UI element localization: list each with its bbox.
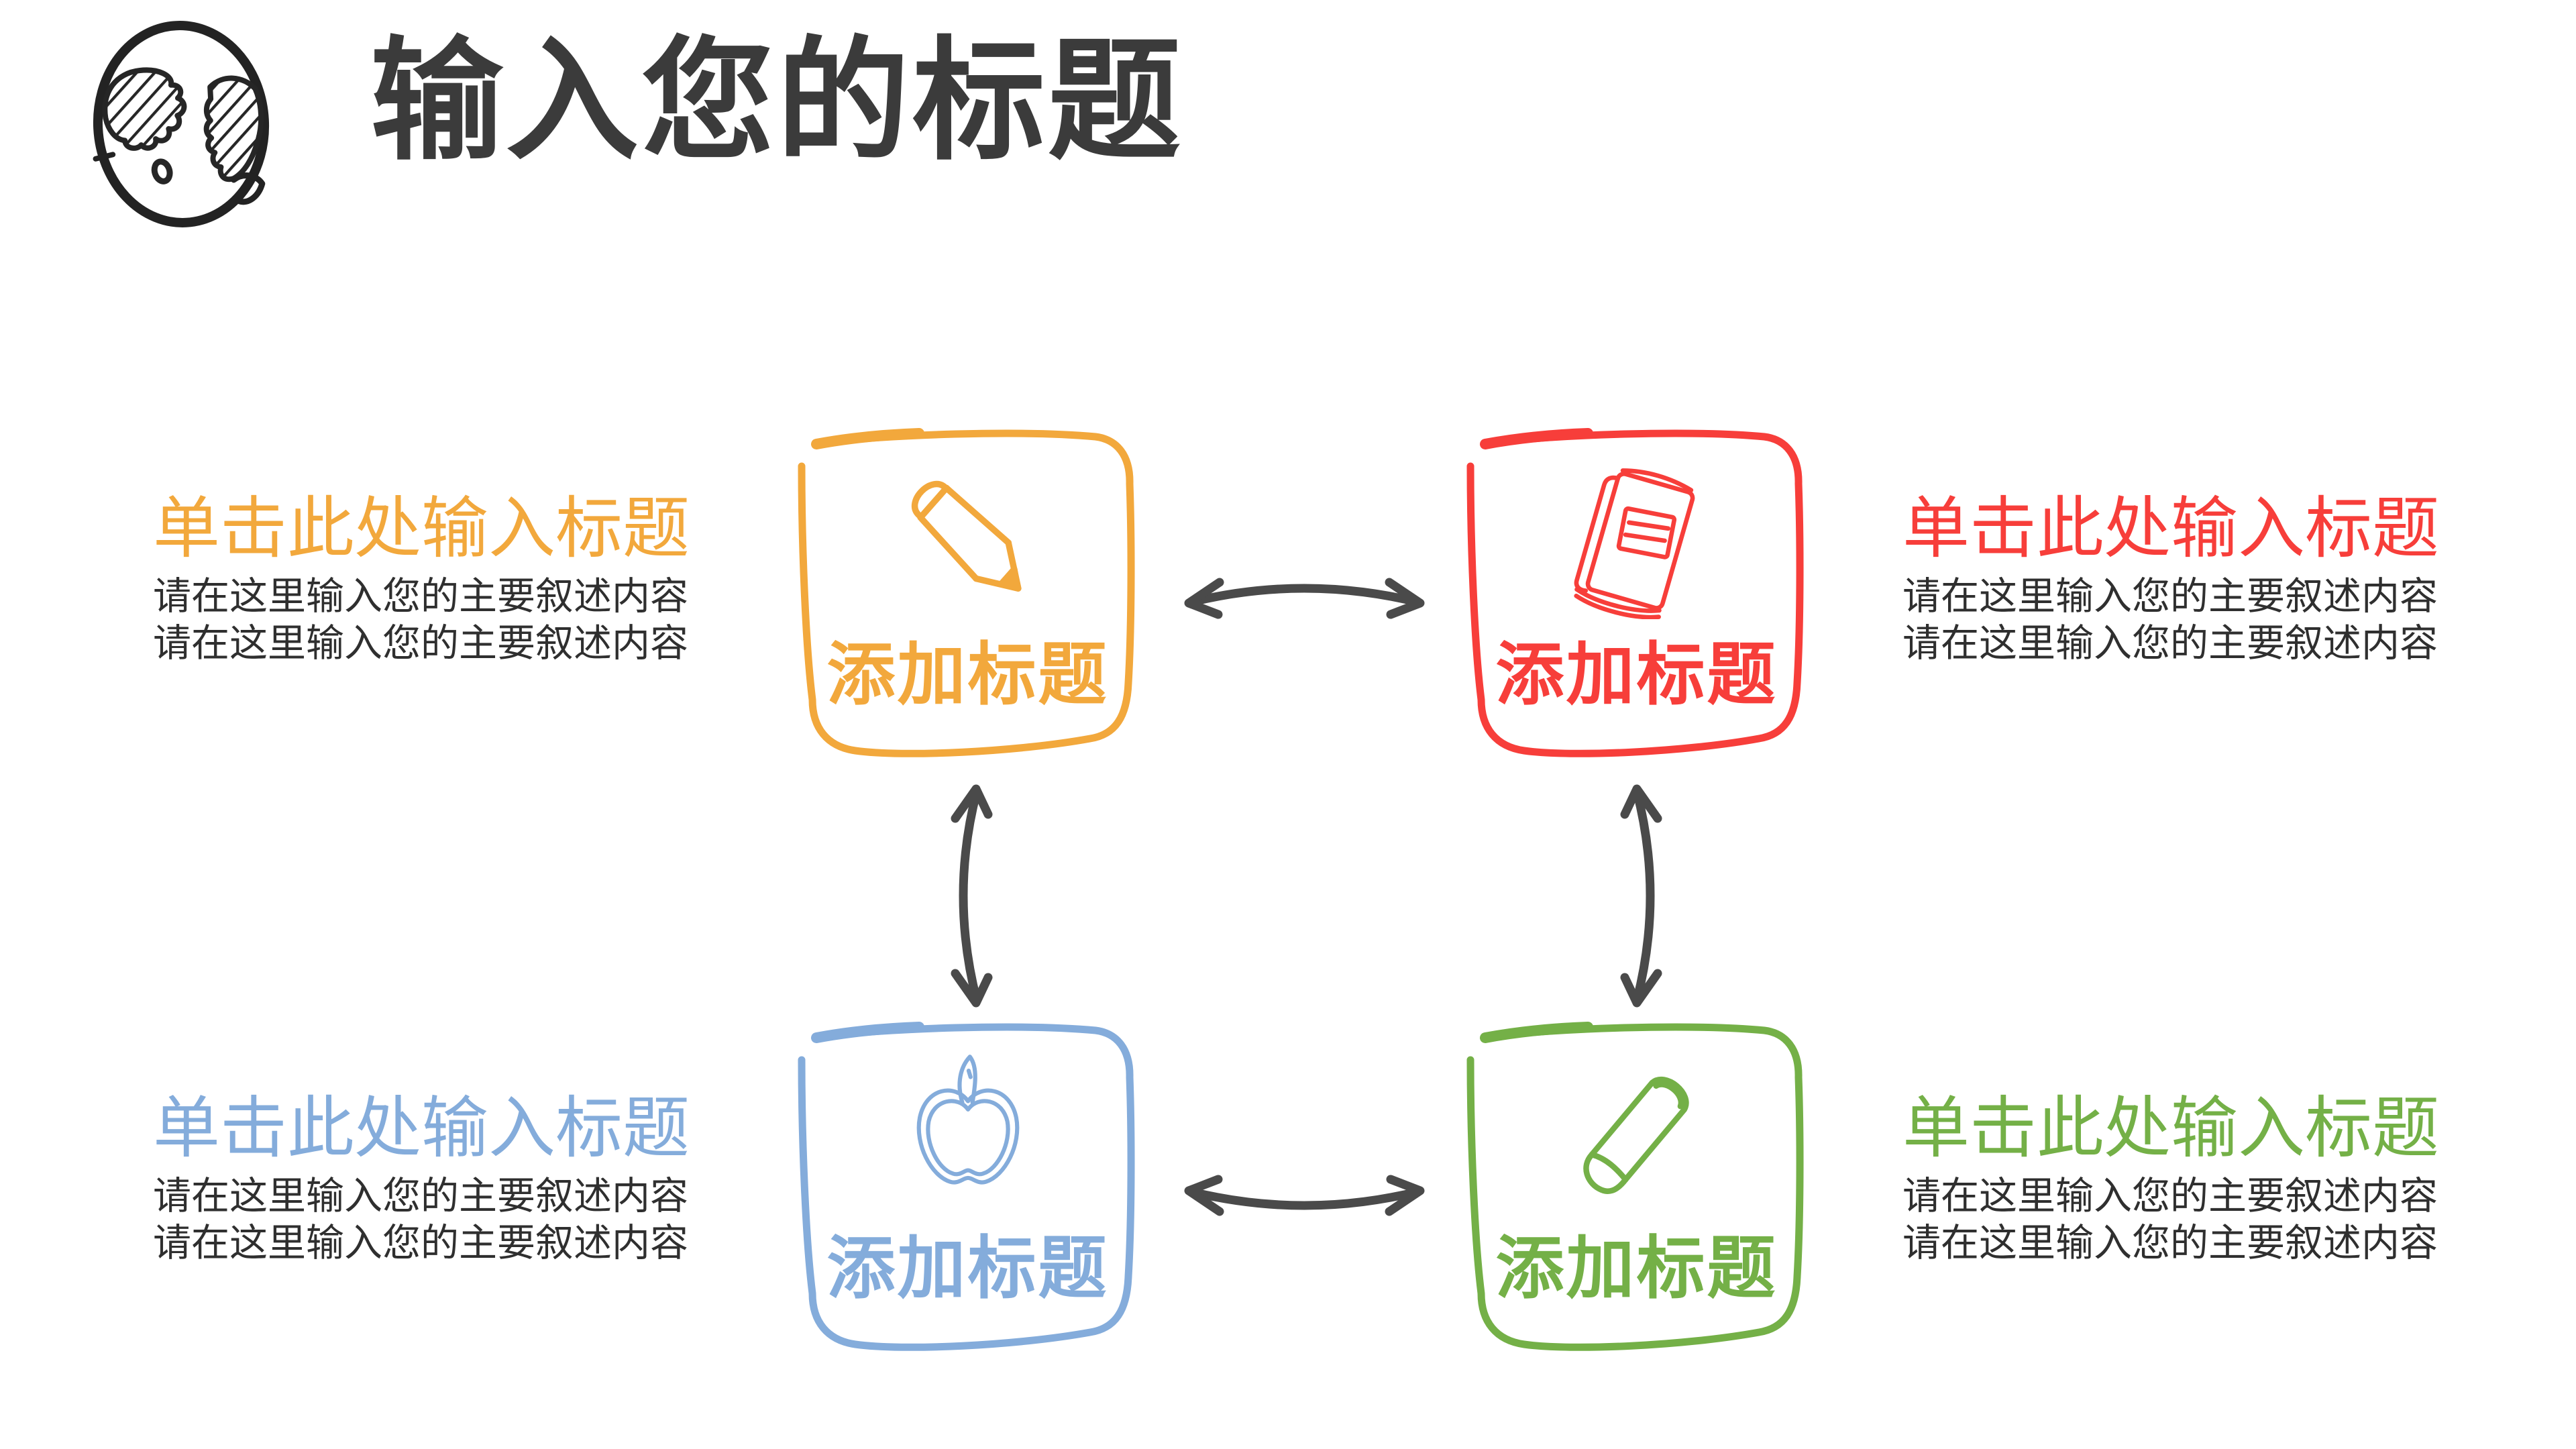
panel-body-line[interactable]: 请在这里输入您的主要叙述内容 [1902, 622, 2438, 665]
side-text-bottom-right: 单击此处输入标题 请在这里输入您的主要叙述内容 请在这里输入您的主要叙述内容 [1902, 1093, 2439, 1267]
panel-body-line[interactable]: 请在这里输入您的主要叙述内容 [1902, 1222, 2438, 1265]
sketch-border [798, 1022, 1135, 1351]
apple-icon [916, 1055, 1019, 1185]
panel-body-line[interactable]: 请在这里输入您的主要叙述内容 [153, 1222, 688, 1265]
double-arrow-vertical-left [938, 777, 995, 1015]
double-arrow-horizontal-top [1175, 565, 1434, 622]
panel-body-line[interactable]: 请在这里输入您的主要叙述内容 [153, 1175, 688, 1218]
placeholder-box-bottom-right[interactable]: 添加标题 [1464, 1018, 1809, 1357]
page-title: 输入您的标题 [370, 27, 1183, 175]
panel-body-line[interactable]: 请在这里输入您的主要叙述内容 [1902, 1175, 2438, 1218]
panel-body-line[interactable]: 请在这里输入您的主要叙述内容 [153, 622, 688, 665]
side-text-bottom-left: 单击此处输入标题 请在这里输入您的主要叙述内容 请在这里输入您的主要叙述内容 [153, 1093, 690, 1267]
globe-icon [80, 13, 282, 228]
panel-body-line[interactable]: 请在这里输入您的主要叙述内容 [1902, 575, 2438, 618]
panel-body-line[interactable]: 请在这里输入您的主要叙述内容 [153, 575, 688, 618]
side-text-top-right: 单击此处输入标题 请在这里输入您的主要叙述内容 请在这里输入您的主要叙述内容 [1902, 494, 2439, 667]
panel-title[interactable]: 单击此处输入标题 [153, 1091, 690, 1166]
double-arrow-horizontal-bottom [1175, 1173, 1434, 1230]
sketch-border [798, 428, 1135, 757]
placeholder-box-bottom-left[interactable]: 添加标题 [795, 1018, 1140, 1357]
sketch-border [1466, 1022, 1804, 1351]
double-arrow-vertical-right [1618, 777, 1675, 1015]
placeholder-box-top-right[interactable]: 添加标题 [1464, 425, 1809, 763]
side-text-top-left: 单击此处输入标题 请在这里输入您的主要叙述内容 请在这里输入您的主要叙述内容 [153, 494, 690, 667]
panel-title[interactable]: 单击此处输入标题 [1902, 491, 2439, 566]
book-icon [1573, 468, 1695, 619]
box-title-placeholder[interactable]: 添加标题 [826, 1230, 1109, 1307]
chalk-icon [1582, 1076, 1688, 1194]
pencil-icon [911, 480, 1022, 592]
sketch-border [1466, 428, 1804, 757]
panel-title[interactable]: 单击此处输入标题 [153, 491, 690, 566]
placeholder-box-top-left[interactable]: 添加标题 [795, 425, 1140, 763]
box-title-placeholder[interactable]: 添加标题 [826, 637, 1109, 713]
box-title-placeholder[interactable]: 添加标题 [1495, 1230, 1778, 1307]
panel-title[interactable]: 单击此处输入标题 [1902, 1091, 2439, 1166]
box-title-placeholder[interactable]: 添加标题 [1495, 637, 1778, 713]
